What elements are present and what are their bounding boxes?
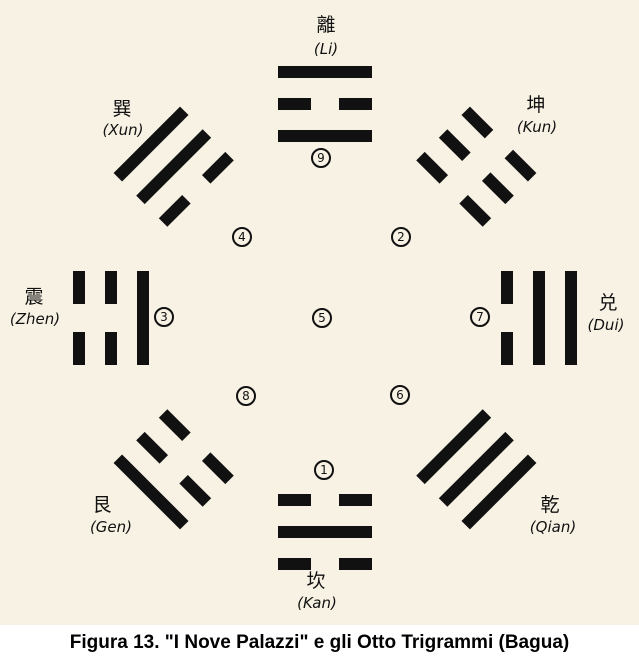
trigram-qian bbox=[416, 409, 537, 530]
yin-line-segment bbox=[501, 271, 513, 304]
yin-line-segment bbox=[416, 151, 449, 184]
hanzi-kun: 坤 bbox=[526, 94, 546, 116]
bagua-figure: 離 坤 兑 乾 坎 艮 震 巽 (Li) (Kun) (Dui) (Qian) … bbox=[0, 0, 639, 625]
yin-line-segment bbox=[201, 452, 234, 485]
hanzi-xun: 巽 bbox=[112, 98, 132, 120]
roman-qian: (Qian) bbox=[529, 518, 577, 536]
yang-line bbox=[278, 66, 372, 78]
trigram-gen bbox=[113, 409, 234, 530]
roman-li: (Li) bbox=[313, 40, 339, 58]
yang-line bbox=[438, 431, 514, 507]
trigram-kan bbox=[278, 494, 372, 570]
hanzi-li: 離 bbox=[316, 14, 336, 36]
yang-line bbox=[533, 271, 545, 365]
trigram-dui bbox=[501, 271, 577, 365]
yin-line-segment bbox=[105, 271, 117, 304]
yin-line-segment bbox=[461, 106, 494, 139]
yin-line-segment bbox=[501, 332, 513, 365]
hanzi-kan: 坎 bbox=[306, 570, 326, 592]
yang-line bbox=[113, 454, 189, 530]
yin-line-segment bbox=[339, 494, 372, 506]
yin-line-segment bbox=[73, 271, 85, 304]
yin-line-segment bbox=[339, 558, 372, 570]
roman-zhen: (Zhen) bbox=[9, 310, 61, 328]
trigram-kun bbox=[416, 106, 537, 227]
palace-number-7: 7 bbox=[470, 307, 490, 327]
palace-number-1: 1 bbox=[314, 460, 334, 480]
yang-line bbox=[278, 526, 372, 538]
yang-line bbox=[565, 271, 577, 365]
hanzi-dui: 兑 bbox=[598, 292, 618, 314]
yin-line-segment bbox=[481, 172, 514, 205]
yin-line-segment bbox=[438, 129, 471, 162]
yin-line-segment bbox=[105, 332, 117, 365]
yin-line-segment bbox=[278, 494, 311, 506]
yang-line bbox=[136, 129, 212, 205]
yin-line-segment bbox=[158, 409, 191, 442]
yang-line bbox=[461, 454, 537, 530]
trigram-zhen bbox=[73, 271, 149, 365]
yang-line bbox=[278, 130, 372, 142]
yang-line bbox=[416, 409, 492, 485]
roman-dui: (Dui) bbox=[587, 316, 625, 334]
yin-line-segment bbox=[278, 98, 311, 110]
palace-number-3: 3 bbox=[154, 307, 174, 327]
yin-line-segment bbox=[179, 474, 212, 507]
yin-line-segment bbox=[504, 149, 537, 182]
yin-line-segment bbox=[339, 98, 372, 110]
hanzi-gen: 艮 bbox=[92, 494, 112, 516]
figure-caption: Figura 13. "I Nove Palazzi" e gli Otto T… bbox=[69, 632, 570, 653]
hanzi-zhen: 震 bbox=[24, 286, 44, 308]
yin-line-segment bbox=[201, 151, 234, 184]
trigram-diagram bbox=[73, 66, 577, 570]
roman-kan: (Kan) bbox=[297, 594, 337, 612]
palace-number-4: 4 bbox=[232, 227, 252, 247]
yang-line bbox=[113, 106, 189, 182]
roman-kun: (Kun) bbox=[516, 118, 558, 136]
yin-line-segment bbox=[158, 194, 191, 227]
yin-line-segment bbox=[136, 431, 169, 464]
roman-xun: (Xun) bbox=[102, 121, 144, 139]
palace-number-6: 6 bbox=[390, 385, 410, 405]
yin-line-segment bbox=[73, 332, 85, 365]
trigram-xun bbox=[113, 106, 234, 227]
palace-number-8: 8 bbox=[236, 386, 256, 406]
yin-line-segment bbox=[278, 558, 311, 570]
hanzi-qian: 乾 bbox=[540, 494, 560, 516]
trigram-li bbox=[278, 66, 372, 142]
yin-line-segment bbox=[459, 194, 492, 227]
palace-number-2: 2 bbox=[391, 227, 411, 247]
roman-gen: (Gen) bbox=[89, 518, 133, 536]
palace-number-9: 9 bbox=[311, 148, 331, 168]
palace-number-5: 5 bbox=[312, 308, 332, 328]
yang-line bbox=[137, 271, 149, 365]
